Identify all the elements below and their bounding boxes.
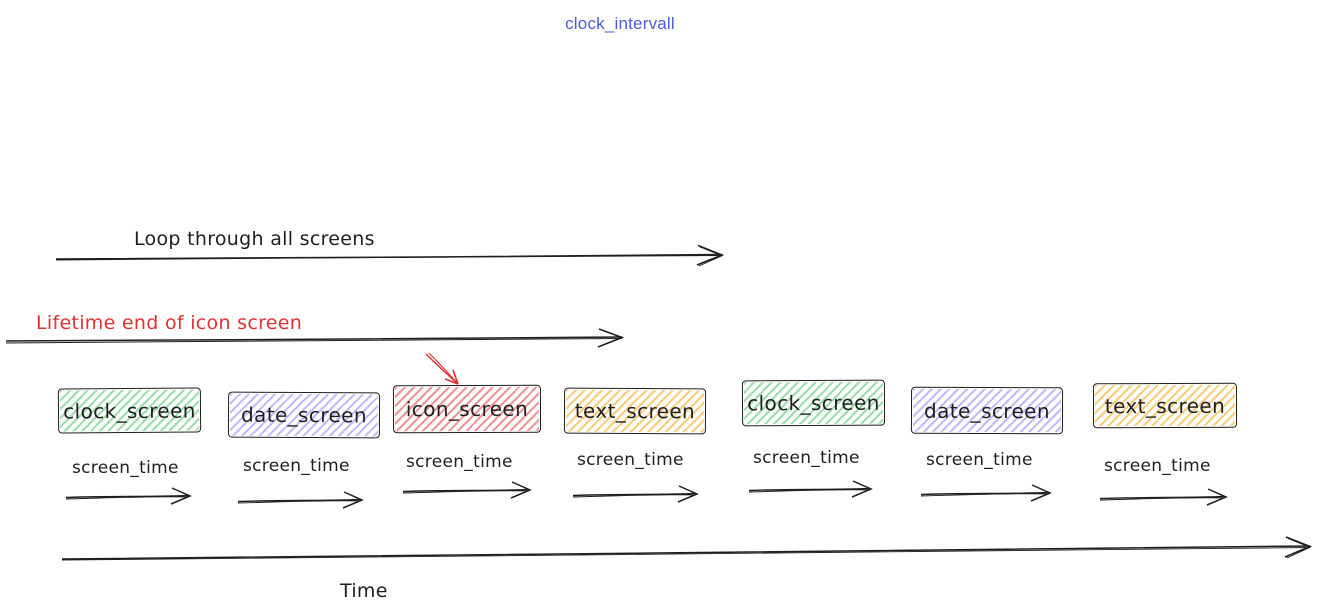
screen-box-date-1: date_screen: [227, 391, 381, 439]
lifetime-arrow-label: Lifetime end of icon screen: [36, 312, 303, 334]
screen-time-label-5: screen_time: [753, 448, 860, 468]
screen-time-arrow-1: [65, 487, 192, 505]
screen-box-clock-1: clock_screen: [57, 387, 202, 434]
screen-box-label: text_screen: [574, 398, 696, 424]
screen-time-arrow-6: [920, 484, 1052, 502]
screen-time-label-4: screen_time: [577, 450, 684, 470]
screen-time-arrow-7: [1099, 488, 1228, 506]
time-axis-arrow: [61, 536, 1313, 561]
screen-time-label-1: screen_time: [72, 458, 179, 478]
screen-box-text-1: text_screen: [563, 387, 707, 435]
screen-time-arrow-5: [748, 480, 873, 498]
screen-time-label-3: screen_time: [406, 452, 513, 472]
screen-box-label: text_screen: [1104, 393, 1226, 418]
screen-box-clock-2: clock_screen: [741, 379, 886, 427]
red-pointer-arrow: [425, 352, 459, 385]
screen-box-label: icon_screen: [405, 396, 529, 422]
time-axis-label: Time: [340, 580, 388, 602]
screen-box-icon: icon_screen: [392, 384, 542, 434]
screen-time-label-2: screen_time: [243, 456, 350, 476]
diagram-title: clock_intervall: [565, 14, 675, 33]
screen-box-text-2: text_screen: [1092, 382, 1238, 429]
screen-box-label: date_screen: [240, 402, 368, 428]
screen-time-arrow-4: [572, 485, 699, 503]
screen-box-label: clock_screen: [747, 390, 880, 416]
screen-box-label: date_screen: [923, 398, 1051, 423]
screen-time-arrow-3: [402, 481, 532, 499]
loop-arrow-label: Loop through all screens: [134, 228, 375, 250]
screen-box-date-2: date_screen: [910, 386, 1064, 435]
screen-time-label-6: screen_time: [926, 450, 1033, 470]
screen-time-label-7: screen_time: [1104, 456, 1211, 476]
loop-arrow: [55, 244, 725, 267]
screen-time-arrow-2: [237, 491, 364, 509]
lifetime-arrow: [5, 328, 625, 348]
screen-box-label: clock_screen: [63, 398, 196, 423]
